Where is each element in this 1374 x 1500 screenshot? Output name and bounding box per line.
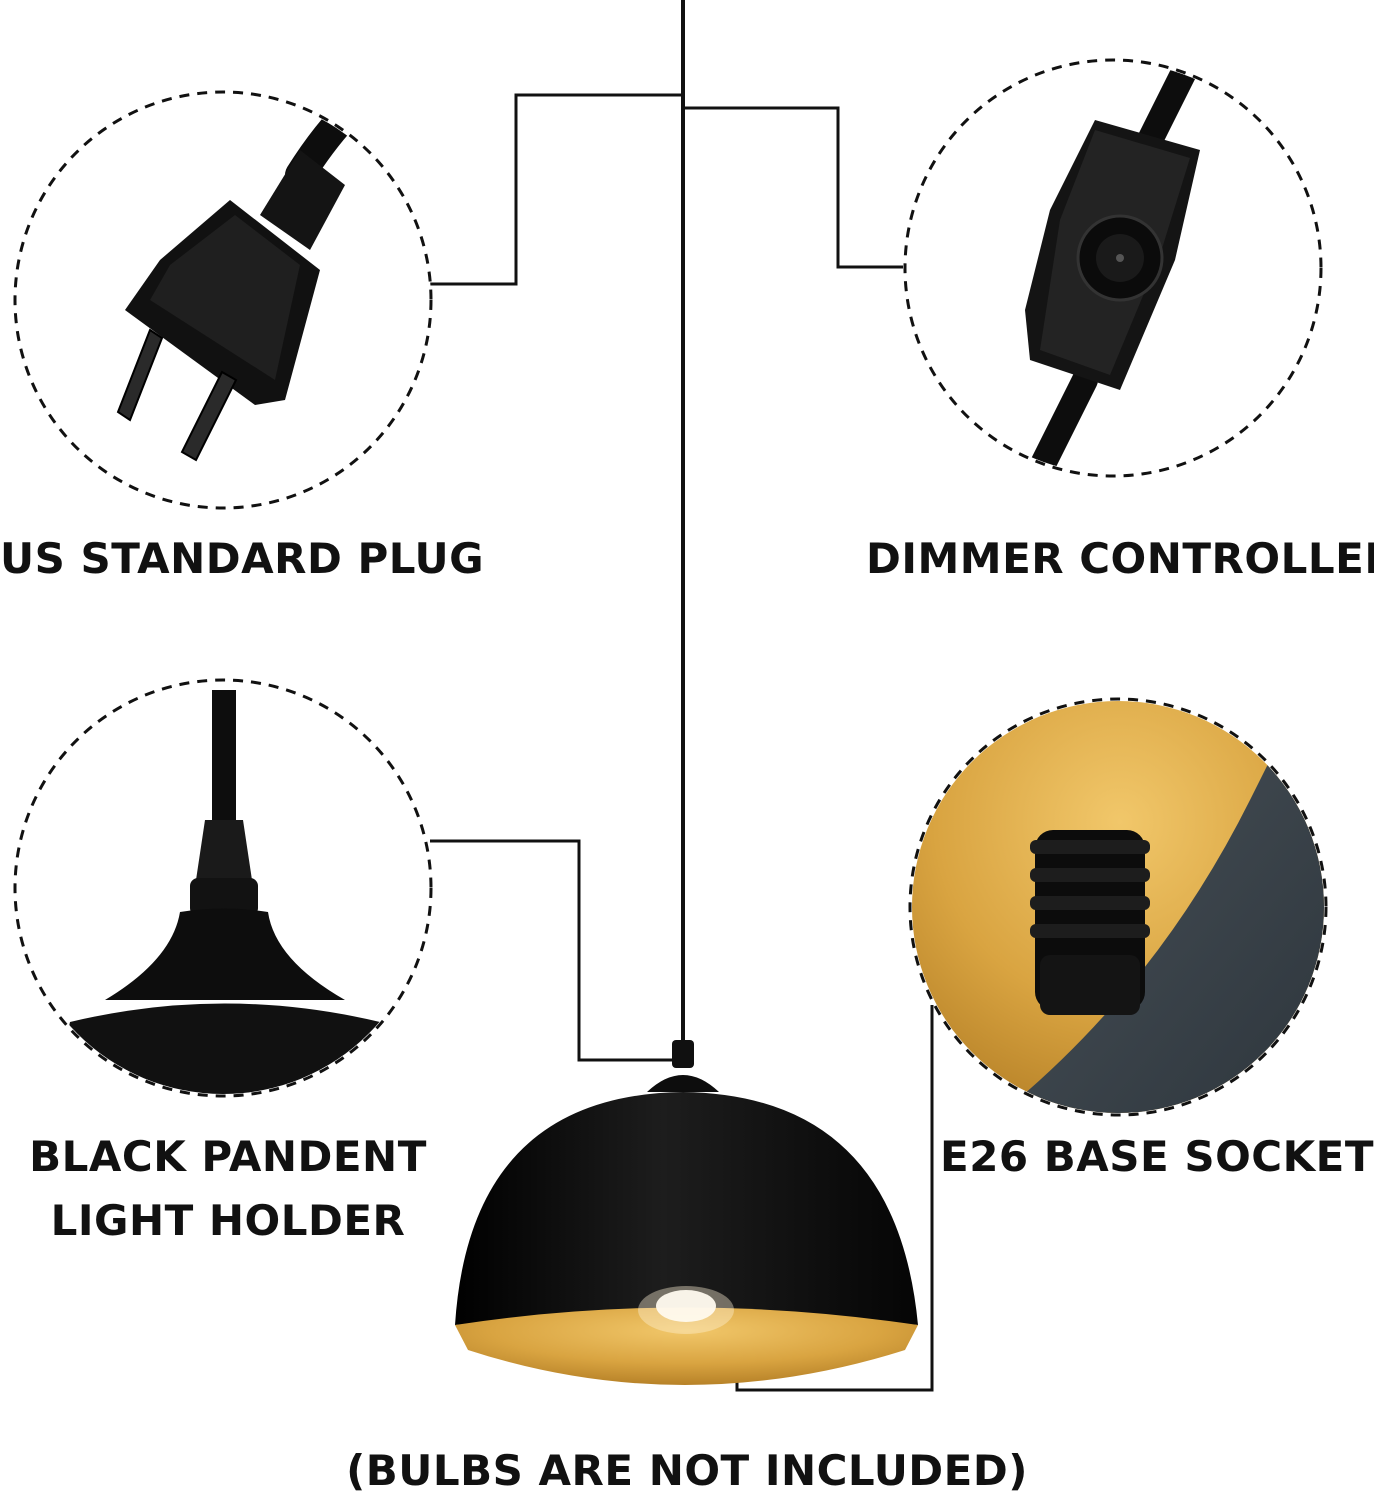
dimmer-switch-icon — [903, 58, 1323, 478]
holder-label-line2: LIGHT HOLDER — [50, 1196, 406, 1245]
us-plug-icon — [13, 90, 433, 510]
dome-pendant-lamp-icon — [455, 1040, 918, 1385]
bulbs-note: (BULBS ARE NOT INCLUDED) — [346, 1446, 1028, 1495]
dimmer-label: DIMMER CONTROLLER — [866, 534, 1374, 583]
plug-label: US STANDARD PLUG — [0, 534, 485, 583]
socket-label: E26 BASE SOCKET — [940, 1132, 1374, 1181]
holder-label: BLACK PANDENT LIGHT HOLDER — [18, 1136, 438, 1242]
socket-icon — [908, 697, 1328, 1117]
holder-label-line1: BLACK PANDENT — [29, 1132, 427, 1181]
pendant-holder-icon — [13, 678, 433, 1098]
